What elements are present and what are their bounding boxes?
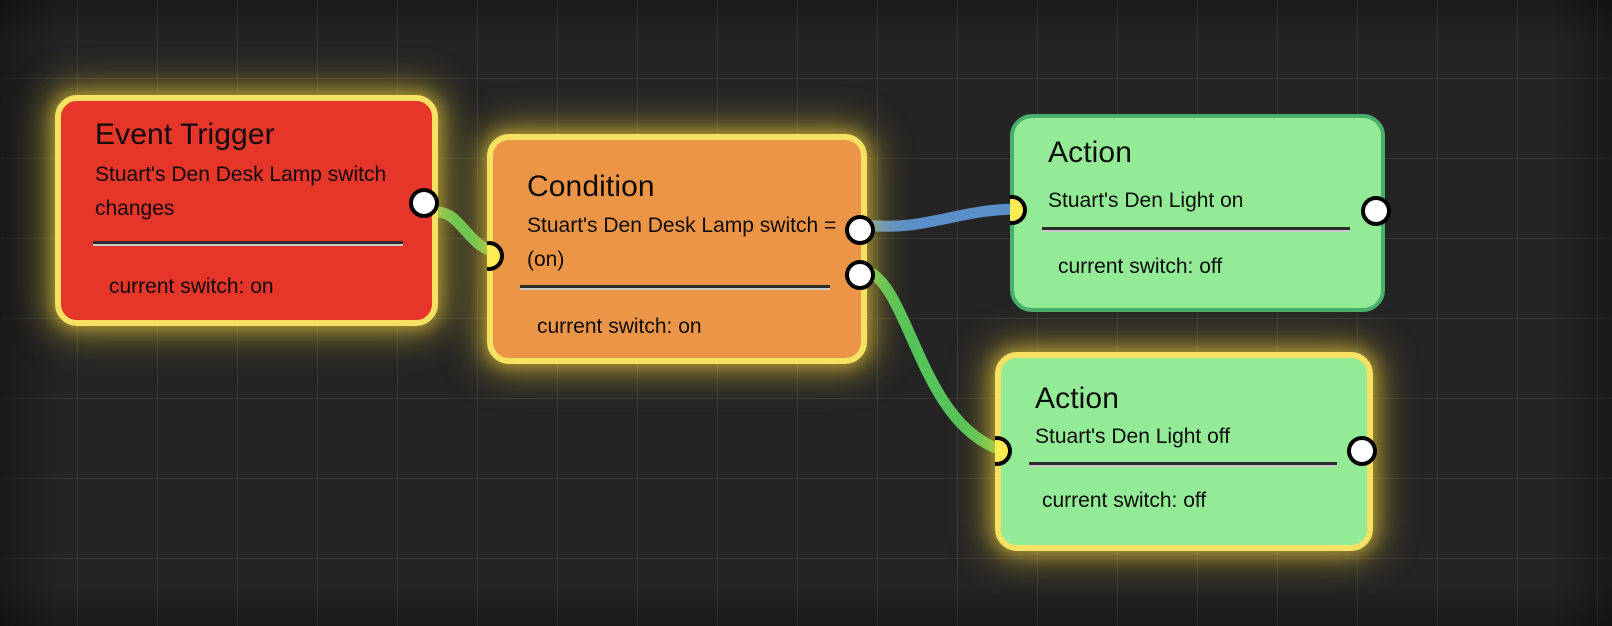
output-port[interactable] bbox=[1361, 196, 1391, 226]
node-title: Action bbox=[1035, 382, 1119, 415]
node-condition[interactable]: Condition Stuart's Den Desk Lamp switch … bbox=[487, 134, 875, 364]
output-port-true[interactable] bbox=[845, 215, 875, 245]
node-divider bbox=[93, 241, 403, 246]
node-status: current switch: on bbox=[537, 315, 702, 338]
node-subtitle: Stuart's Den Desk Lamp switch = (on) bbox=[527, 214, 837, 271]
node-status: current switch: off bbox=[1042, 489, 1207, 512]
node-divider bbox=[1042, 227, 1350, 232]
node-subtitle: Stuart's Den Light off bbox=[1035, 425, 1231, 448]
node-status: current switch: off bbox=[1058, 255, 1223, 278]
output-port[interactable] bbox=[409, 188, 439, 218]
output-port-false[interactable] bbox=[845, 260, 875, 290]
edge-condition-true-to-action-on[interactable] bbox=[860, 203, 1028, 232]
node-event-trigger[interactable]: Event Trigger Stuart's Den Desk Lamp swi… bbox=[55, 95, 439, 326]
input-port-clip bbox=[487, 239, 504, 273]
edge-condition-false-to-action-off[interactable] bbox=[860, 264, 1014, 458]
node-subtitle: Stuart's Den Light on bbox=[1048, 189, 1244, 212]
input-port-clip bbox=[1010, 193, 1027, 227]
node-subtitle: Stuart's Den Desk Lamp switch changes bbox=[95, 163, 387, 220]
input-port-clip bbox=[995, 434, 1012, 468]
input-port[interactable] bbox=[1010, 195, 1027, 225]
output-port[interactable] bbox=[1347, 436, 1377, 466]
node-body: Condition Stuart's Den Desk Lamp switch … bbox=[487, 140, 875, 358]
node-title: Event Trigger bbox=[95, 118, 275, 151]
node-title: Condition bbox=[527, 170, 655, 203]
input-port[interactable] bbox=[995, 436, 1012, 466]
node-action-light-off[interactable]: Action Stuart's Den Light off current sw… bbox=[995, 352, 1377, 551]
node-body: Action Stuart's Den Light on current swi… bbox=[1010, 118, 1391, 308]
node-action-light-on[interactable]: Action Stuart's Den Light on current swi… bbox=[1010, 114, 1391, 312]
node-divider bbox=[1029, 462, 1337, 467]
node-title: Action bbox=[1048, 136, 1132, 169]
node-status: current switch: on bbox=[109, 275, 274, 298]
node-divider bbox=[520, 285, 830, 290]
node-body: Event Trigger Stuart's Den Desk Lamp swi… bbox=[61, 101, 439, 320]
node-body: Action Stuart's Den Light off current sw… bbox=[995, 358, 1377, 545]
input-port[interactable] bbox=[487, 241, 504, 271]
